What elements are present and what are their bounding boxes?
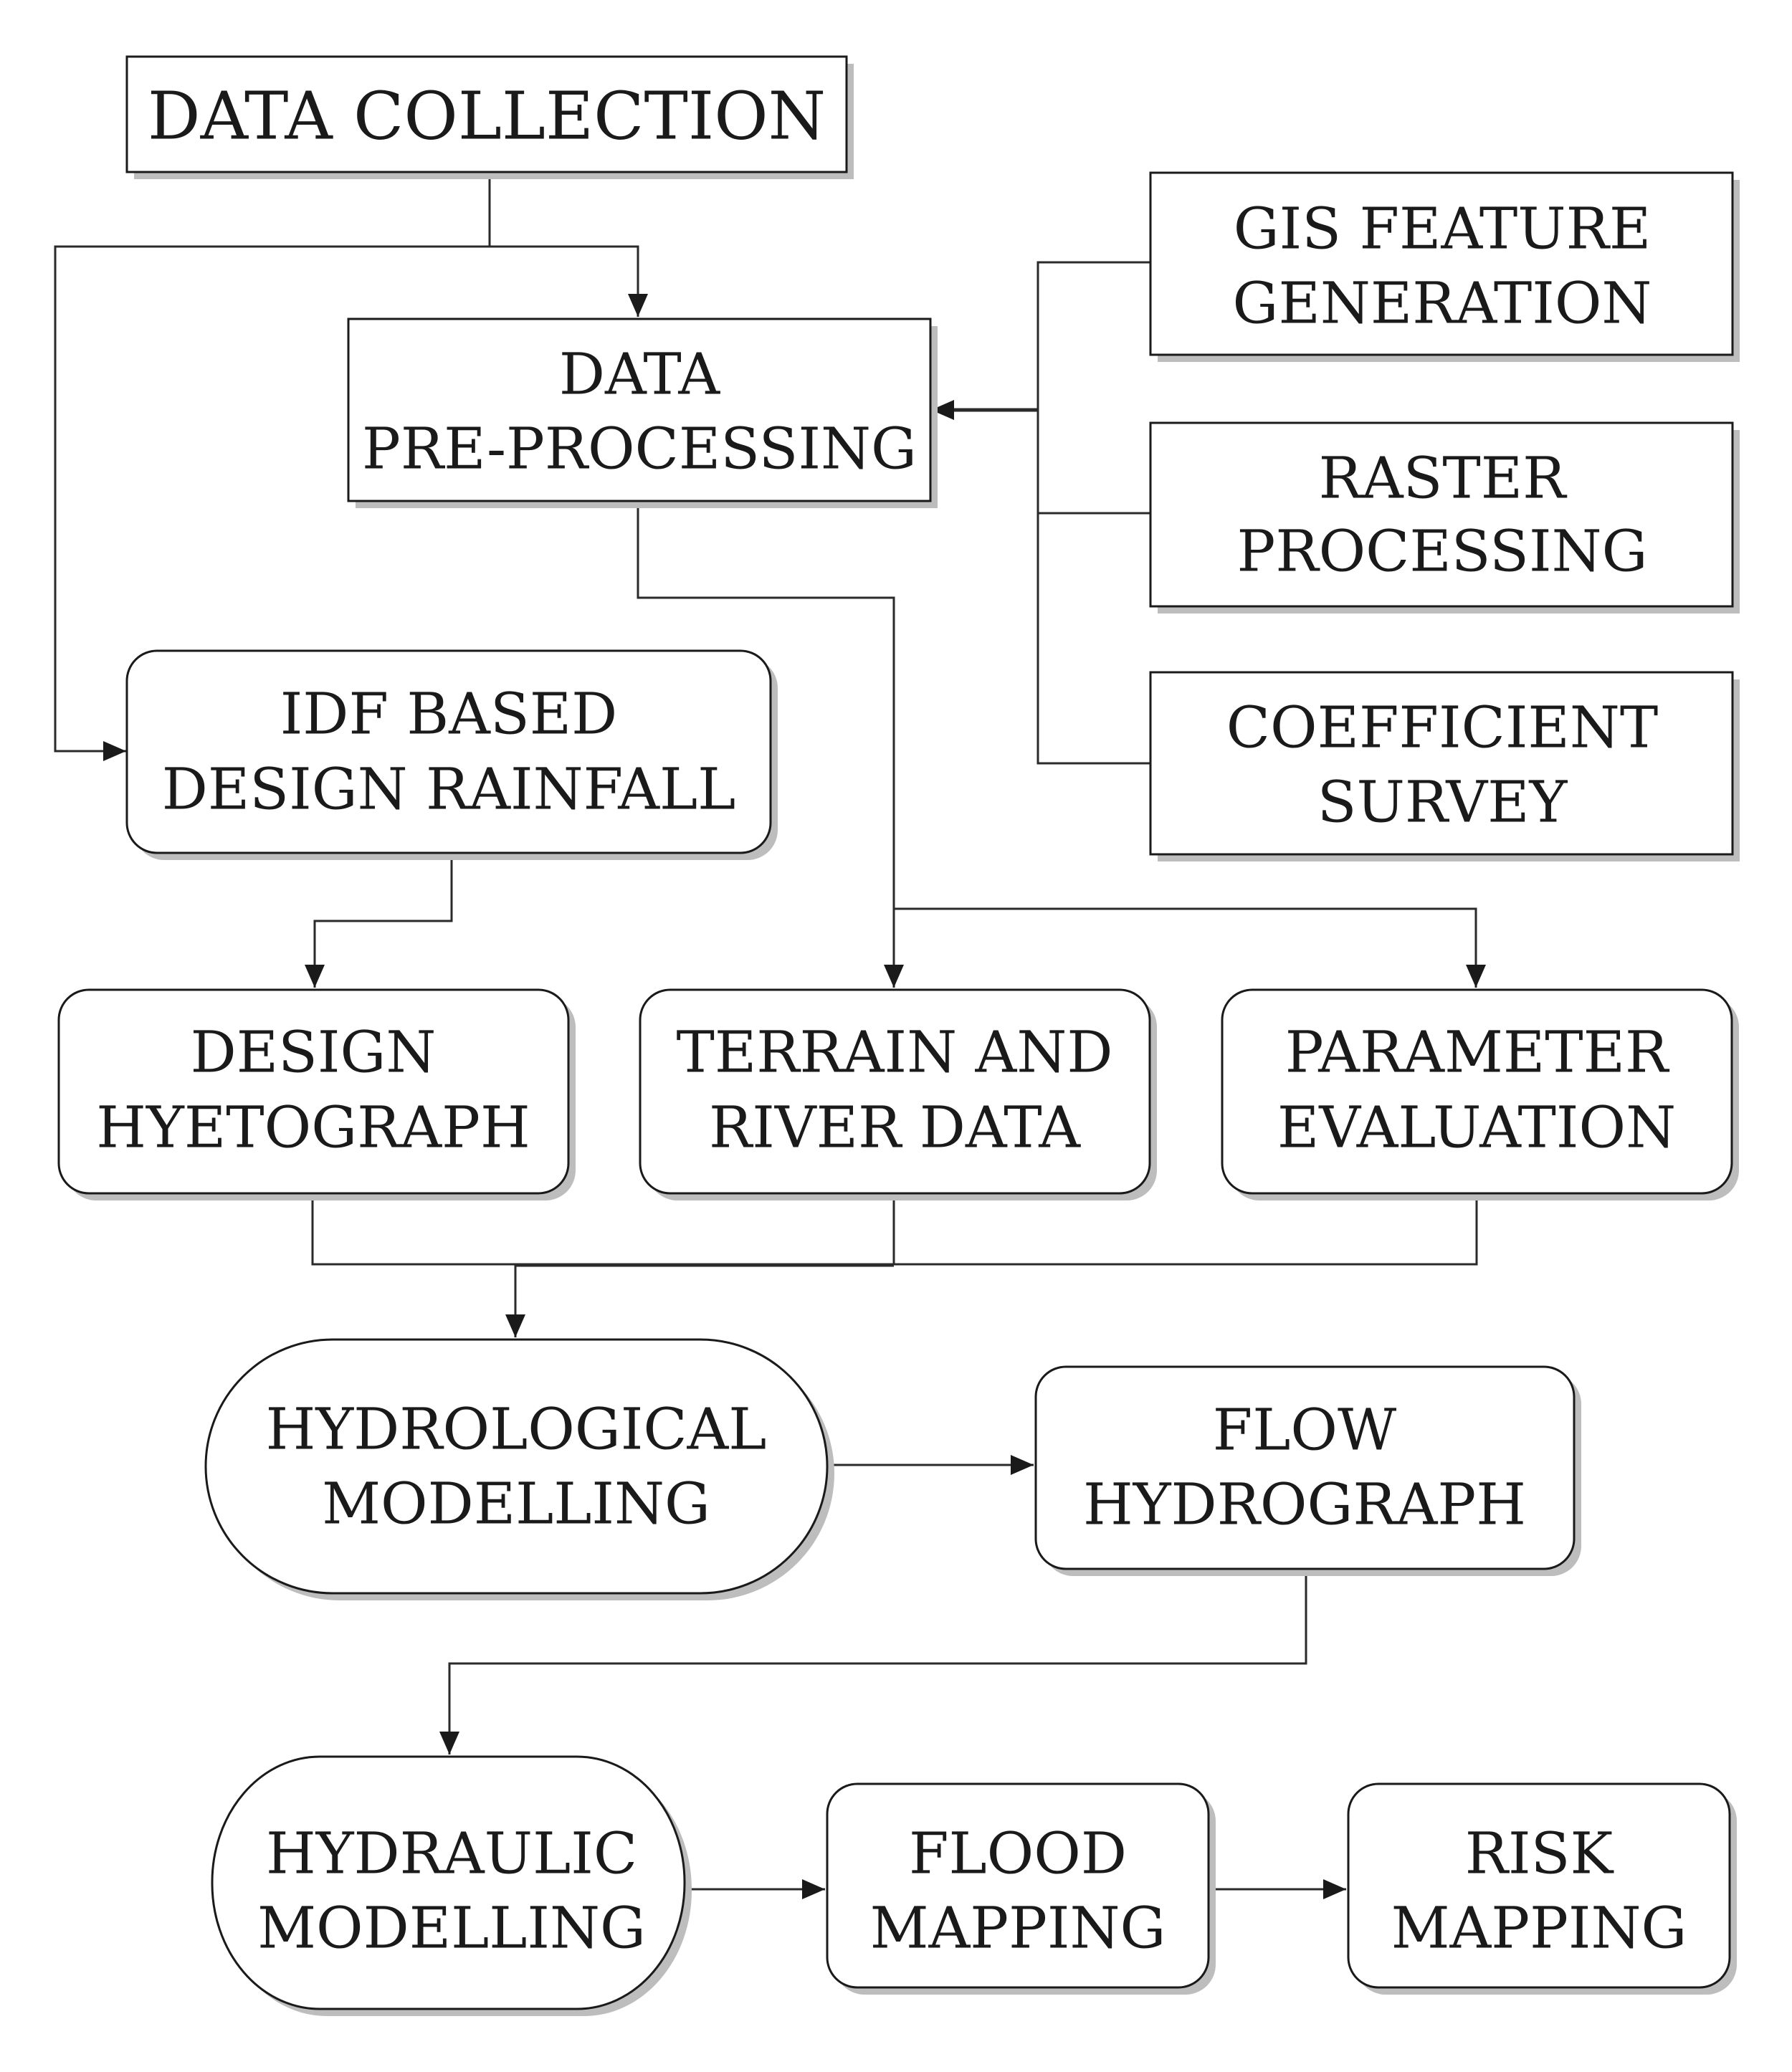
connector-flow-to-hydraulic [439,1570,1307,1754]
node-risk-mapping-line-1: RISK [1465,1820,1614,1887]
connector-idf-to-hyetograph [305,853,453,988]
node-design-hyetograph-line-1: DESIGN [191,1019,437,1086]
node-data-collection: DATA COLLECTION [125,55,854,179]
node-coefficient-survey-line-1: COEFFICIENT [1226,694,1658,761]
node-parameter-evaluation: PARAMETER EVALUATION [1221,988,1739,1200]
node-terrain-river-data-line-1: TERRAIN AND [677,1019,1113,1086]
node-hydrological-modelling-line-2: MODELLING [322,1471,710,1537]
node-flow-hydrograph-line-2: HYDROGRAPH [1083,1471,1526,1538]
node-idf-design-rainfall: IDF BASED DESIGN RAINFALL [125,649,778,860]
node-hydrological-modelling: HYDROLOGICAL MODELLING [204,1338,834,1600]
node-coefficient-survey-line-2: SURVEY [1317,769,1568,836]
node-terrain-river-data: TERRAIN AND RIVER DATA [639,988,1157,1200]
node-gis-feature-generation-line-1: GIS FEATURE [1234,196,1651,262]
node-data-preprocessing: DATA PRE-PROCESSING [347,318,938,508]
node-risk-mapping: RISK MAPPING [1347,1782,1737,1995]
connector-preprocessing-to-terrain [637,502,904,988]
nodes: DATA COLLECTION DATA PRE-PROCESSING GIS … [57,55,1740,2016]
connector-preprocessing-to-parameter [894,907,1486,988]
node-raster-processing-line-2: PROCESSING [1237,518,1648,585]
node-hydraulic-modelling: HYDRAULIC MODELLING [211,1755,692,2016]
node-flow-hydrograph: FLOW HYDROGRAPH [1034,1365,1581,1576]
connectors [54,176,1486,1899]
node-parameter-evaluation-line-1: PARAMETER [1285,1019,1670,1086]
connector-collection-to-idf [54,245,490,761]
node-raster-processing-line-1: RASTER [1319,445,1568,512]
node-design-hyetograph: DESIGN HYETOGRAPH [57,988,576,1200]
node-hydraulic-modelling-line-2: MODELLING [257,1895,646,1962]
node-design-hyetograph-line-2: HYETOGRAPH [96,1094,530,1161]
connector-merge-to-hydrological [505,1264,894,1337]
node-flood-mapping: FLOOD MAPPING [826,1782,1216,1995]
node-gis-feature-generation: GIS FEATURE GENERATION [1149,171,1740,362]
node-data-preprocessing-line-1: DATA [559,341,721,408]
node-flood-mapping-line-1: FLOOD [909,1820,1127,1887]
node-flow-hydrograph-line-1: FLOW [1213,1397,1396,1464]
node-hydrological-modelling-line-1: HYDROLOGICAL [266,1396,767,1463]
node-data-preprocessing-line-2: PRE-PROCESSING [362,416,917,482]
node-raster-processing: RASTER PROCESSING [1149,421,1740,614]
node-parameter-evaluation-line-2: EVALUATION [1277,1094,1676,1161]
node-gis-feature-generation-line-2: GENERATION [1233,270,1652,337]
node-data-collection-line-1: DATA COLLECTION [148,78,826,155]
node-terrain-river-data-line-2: RIVER DATA [709,1094,1081,1161]
connector-collection-to-preprocessing [488,176,648,317]
node-risk-mapping-line-2: MAPPING [1391,1895,1687,1962]
node-idf-design-rainfall-line-1: IDF BASED [280,681,618,748]
node-coefficient-survey: COEFFICIENT SURVEY [1149,671,1740,861]
node-hydraulic-modelling-line-1: HYDRAULIC [266,1820,637,1887]
node-flood-mapping-line-2: MAPPING [870,1895,1166,1962]
node-idf-design-rainfall-line-2: DESIGN RAINFALL [162,756,735,823]
